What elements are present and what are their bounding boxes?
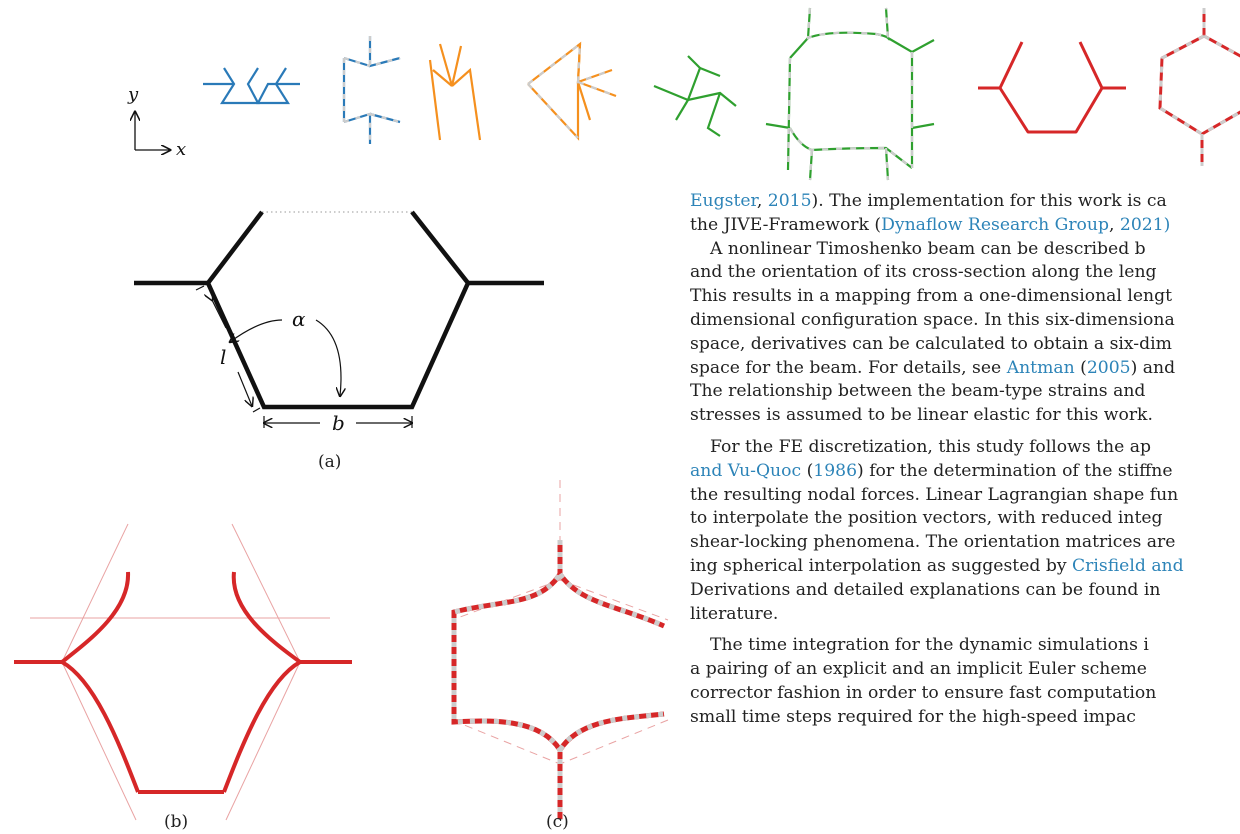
body-text-column: Eugster, 2015). The implementation for t… — [690, 190, 1240, 730]
orange-arrowhead-unit-cell — [428, 43, 482, 141]
label-b: b — [332, 411, 345, 435]
text-line: shear-locking phenomena. The orientation… — [690, 532, 1176, 553]
citation-link[interactable]: Dynaflow Research Group — [881, 214, 1109, 235]
citation-link[interactable]: 1986 — [813, 460, 858, 481]
text-line: stresses is assumed to be linear elastic… — [690, 405, 1153, 426]
text-line: ing spherical interpolation as suggested… — [690, 555, 1184, 576]
text-line: and the orientation of its cross-section… — [690, 262, 1157, 283]
red-hexagon-unit-cell — [978, 41, 1126, 134]
text-line: space, derivatives can be calculated to … — [690, 333, 1172, 354]
citation-link[interactable]: 2005 — [1086, 357, 1131, 378]
hexagon-geometry-diagram: α l b — [134, 210, 544, 435]
orange-dashed-unit-cell — [527, 41, 617, 141]
text-line: small time steps required for the high-s… — [690, 706, 1136, 727]
axis-label-y: y — [127, 84, 139, 105]
text-line: The time integration for the dynamic sim… — [710, 635, 1149, 656]
deformed-hexagon-c — [451, 480, 669, 820]
text-line: For the FE discretization, this study fo… — [710, 436, 1151, 457]
text-line: The relationship between the beam-type s… — [690, 381, 1146, 402]
text-line: space for the beam. For details, see Ant… — [690, 357, 1176, 378]
label-alpha: α — [292, 307, 306, 331]
citation-link[interactable]: Antman — [1006, 357, 1075, 378]
label-l: l — [220, 345, 226, 369]
text-line: A nonlinear Timoshenko beam can be descr… — [710, 238, 1146, 259]
text-line: and Vu-Quoc (1986) for the determination… — [690, 460, 1173, 481]
citation-link[interactable]: Crisfield and — [1072, 555, 1184, 576]
citation-link[interactable]: and Vu-Quoc — [690, 460, 802, 481]
green-chiral-unit-cell — [653, 55, 737, 137]
text-line: This results in a mapping from a one-dim… — [690, 286, 1173, 307]
caption-b: (b) — [164, 812, 189, 832]
text-line: the resulting nodal forces. Linear Lagra… — [690, 484, 1179, 505]
red-dashed-unit-cell — [1158, 8, 1240, 166]
blue-reentrant-unit-cell — [203, 67, 300, 105]
citation-link[interactable]: Eugster — [690, 191, 757, 211]
deformed-hexagon-b — [14, 523, 352, 821]
text-line: a pairing of an explicit and an implicit… — [690, 659, 1147, 680]
green-dashed-unit-cell — [765, 7, 935, 181]
blue-dashed-unit-cell — [342, 36, 401, 144]
text-line: dimensional configuration space. In this… — [690, 309, 1175, 330]
text-line: Derivations and detailed explanations ca… — [690, 579, 1161, 600]
text-line: to interpolate the position vectors, wit… — [690, 508, 1163, 529]
citation-link[interactable]: 2021 — [1119, 214, 1164, 235]
text-line: literature. — [690, 603, 779, 624]
text-line: the JIVE-Framework (Dynaflow Research Gr… — [690, 214, 1171, 235]
text-line: Eugster, 2015). The implementation for t… — [690, 191, 1167, 211]
axis-label-x: x — [176, 139, 186, 160]
caption-a: (a) — [318, 452, 342, 472]
citation-link[interactable]: 2015 — [767, 191, 812, 211]
caption-c: (c) — [546, 812, 569, 832]
coordinate-axes — [135, 112, 170, 150]
text-line: corrector fashion in order to ensure fas… — [690, 682, 1157, 703]
